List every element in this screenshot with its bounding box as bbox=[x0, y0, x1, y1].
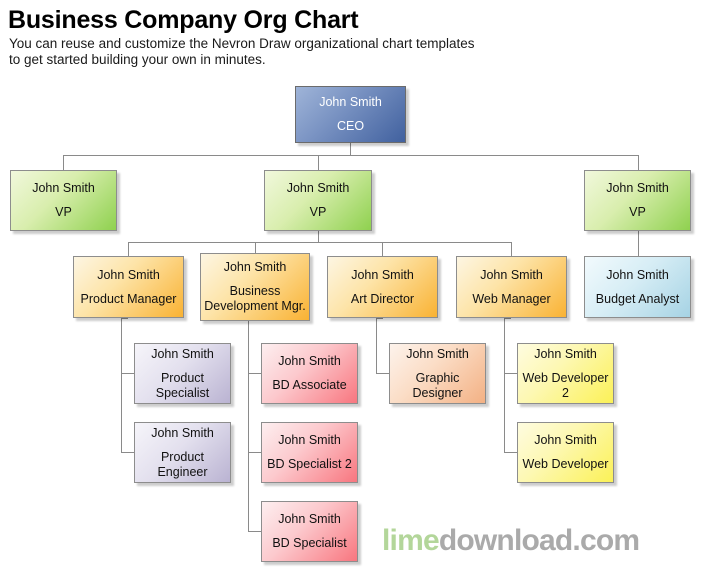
node-web-developer[interactable]: John Smith Web Developer bbox=[517, 422, 614, 483]
node-budget-analyst-title: Budget Analyst bbox=[595, 291, 680, 306]
node-budget-analyst[interactable]: John Smith Budget Analyst bbox=[584, 256, 691, 318]
connector-web-drop bbox=[511, 242, 512, 256]
node-bd-specialist-title: BD Specialist bbox=[272, 536, 347, 550]
node-ceo-name: John Smith bbox=[319, 95, 382, 109]
node-graphic-designer-name: John Smith bbox=[406, 346, 469, 361]
connector-art-drop bbox=[382, 242, 383, 256]
node-vp-3[interactable]: John Smith VP bbox=[584, 170, 691, 231]
node-bd-specialist-name: John Smith bbox=[278, 512, 341, 526]
node-product-specialist-title: Product Specialist bbox=[155, 370, 210, 400]
node-product-manager[interactable]: John Smith Product Manager bbox=[73, 256, 184, 318]
connector-web-spine bbox=[504, 318, 505, 452]
node-ceo[interactable]: John Smith CEO bbox=[295, 86, 406, 143]
node-web-developer-2[interactable]: John Smith Web Developer 2 bbox=[517, 343, 614, 404]
node-web-developer-2-name: John Smith bbox=[534, 346, 597, 361]
connector-web-spine-top bbox=[504, 318, 511, 319]
connector-gdesign-stub bbox=[376, 373, 389, 374]
node-vp-3-title: VP bbox=[629, 205, 646, 219]
connector-art-spine bbox=[376, 318, 377, 373]
node-bd-associate[interactable]: John Smith BD Associate bbox=[261, 343, 358, 404]
page-subtitle: You can reuse and customize the Nevron D… bbox=[9, 36, 475, 67]
node-bd-associate-title: BD Associate bbox=[272, 378, 347, 392]
connector-bdm-drop bbox=[255, 242, 256, 253]
watermark-brand: lime bbox=[382, 524, 440, 557]
node-bd-associate-name: John Smith bbox=[278, 354, 341, 368]
node-vp-2-name: John Smith bbox=[286, 181, 350, 195]
connector-pm-spine bbox=[121, 318, 122, 452]
node-web-manager[interactable]: John Smith Web Manager bbox=[456, 256, 567, 318]
connector-webdev2-stub bbox=[504, 373, 517, 374]
connector-bdspec-stub bbox=[248, 531, 261, 532]
connector-manager-bus bbox=[128, 242, 511, 243]
node-web-manager-name: John Smith bbox=[480, 267, 543, 282]
connector-ceo-stem bbox=[350, 143, 351, 156]
node-bd-specialist-2-title: BD Specialist 2 bbox=[267, 457, 352, 471]
connector-pspec-stub bbox=[121, 373, 134, 374]
node-vp-3-name: John Smith bbox=[606, 181, 669, 195]
node-bd-manager-name: John Smith bbox=[223, 260, 287, 274]
node-vp-1[interactable]: John Smith VP bbox=[10, 170, 117, 231]
node-graphic-designer-title: Graphic Designer bbox=[412, 370, 463, 400]
connector-bdassoc-stub bbox=[248, 373, 261, 374]
node-web-developer-name: John Smith bbox=[534, 433, 597, 447]
node-product-engineer-name: John Smith bbox=[151, 425, 214, 440]
connector-vp2-drop bbox=[318, 155, 319, 170]
node-product-engineer-title: Product Engineer bbox=[157, 449, 208, 479]
node-web-developer-title: Web Developer bbox=[522, 457, 609, 471]
node-product-specialist[interactable]: John Smith Product Specialist bbox=[134, 343, 231, 404]
node-web-manager-title: Web Manager bbox=[472, 291, 551, 306]
node-vp-2-title: VP bbox=[309, 205, 327, 219]
node-bd-manager-title: Business Development Mgr. bbox=[204, 284, 306, 313]
watermark-suffix: download.com bbox=[438, 524, 640, 557]
node-product-manager-name: John Smith bbox=[97, 267, 160, 282]
node-product-manager-title: Product Manager bbox=[80, 291, 177, 306]
node-bd-specialist[interactable]: John Smith BD Specialist bbox=[261, 501, 358, 562]
node-product-engineer[interactable]: John Smith Product Engineer bbox=[134, 422, 231, 483]
connector-vp2-stem bbox=[318, 231, 319, 243]
connector-vp3-drop bbox=[638, 155, 639, 170]
watermark: limedownload.com bbox=[382, 524, 640, 558]
connector-vp1-drop bbox=[63, 155, 64, 170]
connector-art-spine-top bbox=[376, 318, 383, 319]
node-art-director-name: John Smith bbox=[351, 267, 414, 282]
connector-pm-spine-top bbox=[121, 318, 128, 319]
node-art-director[interactable]: John Smith Art Director bbox=[327, 256, 438, 318]
connector-ceo-bus bbox=[63, 155, 638, 156]
connector-bdspec2-stub bbox=[248, 452, 261, 453]
connector-peng-stub bbox=[121, 452, 134, 453]
node-bd-manager[interactable]: John Smith Business Development Mgr. bbox=[200, 253, 310, 321]
connector-pm-drop bbox=[128, 242, 129, 256]
node-vp-1-name: John Smith bbox=[32, 181, 95, 195]
node-art-director-title: Art Director bbox=[350, 291, 415, 306]
node-graphic-designer[interactable]: John Smith Graphic Designer bbox=[389, 343, 486, 404]
node-ceo-title: CEO bbox=[336, 119, 365, 133]
node-vp-2[interactable]: John Smith VP bbox=[264, 170, 372, 231]
node-budget-analyst-name: John Smith bbox=[606, 267, 669, 282]
page-title: Business Company Org Chart bbox=[8, 6, 359, 34]
connector-vp3-budget bbox=[638, 231, 639, 256]
connector-webdev-stub bbox=[504, 452, 517, 453]
connector-bdm-spine bbox=[248, 318, 249, 531]
node-product-specialist-name: John Smith bbox=[151, 346, 214, 361]
node-bd-specialist-2[interactable]: John Smith BD Specialist 2 bbox=[261, 422, 358, 483]
node-vp-1-title: VP bbox=[55, 205, 72, 219]
node-web-developer-2-title: Web Developer 2 bbox=[522, 370, 609, 400]
node-bd-specialist-2-name: John Smith bbox=[278, 433, 341, 447]
